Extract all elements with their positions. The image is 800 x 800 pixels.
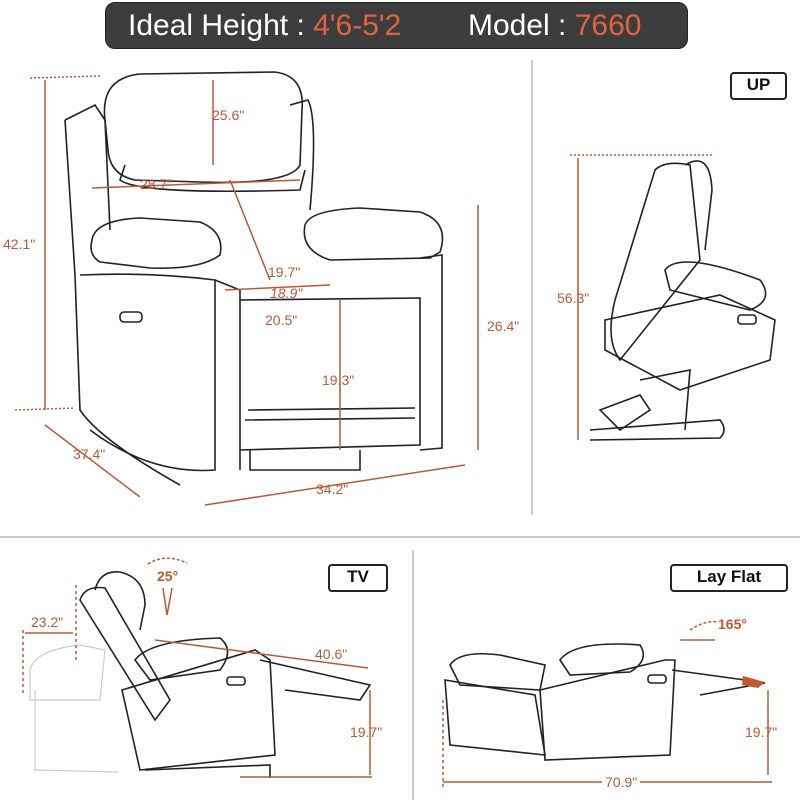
dim-line-back-width [91,179,301,189]
dim-line-width [204,464,466,506]
dim-line-depth [44,424,141,498]
lay-flat-dimension-lines [442,620,772,790]
dim-seat-depth: 18.9" [270,285,303,301]
lay-flat-angle: 165° [718,616,747,632]
dim-tv-recline-length: 40.6" [315,646,348,662]
front-chair-drawing [64,71,444,486]
ideal-height-value: 4'6-5'2 [313,9,402,42]
up-chair-drawing [589,160,776,441]
dim-width: 34.2" [316,481,349,497]
model-label: Model : [468,9,575,42]
dim-line-seat-depth [229,179,271,281]
tv-angle: 25° [157,568,179,584]
dim-line-seat-width [224,284,331,291]
model: Model : 7660 [468,3,641,48]
dim-tv-footrest-height: 19.7" [350,724,383,740]
up-dimension-lines [570,154,712,440]
dim-seat-height: 19.3" [322,372,355,388]
dim-depth: 37.4" [73,446,106,462]
model-value: 7660 [574,9,642,42]
front-dimension-lines [14,75,479,506]
tv-chair-drawing [79,571,372,778]
dim-seat-width: 20.5" [265,312,298,328]
tv-mode-label: TV [328,564,388,592]
tv-dimension-lines [22,557,372,778]
dim-total-height: 42.1" [3,236,36,252]
dim-back-width: 28.7" [140,176,173,192]
lay-flat-chair-drawing [444,643,766,761]
dim-back-height: 25.6" [212,107,245,123]
dim-up-height: 56.3" [557,290,590,306]
ideal-height-label: Ideal Height : [128,9,314,42]
dim-tv-back-clearance: 23.2" [31,614,64,630]
up-mode-label: UP [730,72,787,100]
dim-lay-flat-footrest-height: 19.7" [745,724,778,740]
dividers [0,60,800,800]
header-banner: Ideal Height : 4'6-5'2 Model : 7660 [105,2,688,49]
lay-flat-mode-label: Lay Flat [670,564,788,592]
ideal-height: Ideal Height : 4'6-5'2 [128,3,401,48]
footrest-highlight [742,676,765,688]
dim-lay-flat-total-length: 70.9" [602,774,641,790]
dim-arm-height: 26.4" [487,318,520,334]
dim-seat-depth-top: 19.7" [268,264,301,280]
tv-ghost-chair [29,644,119,773]
